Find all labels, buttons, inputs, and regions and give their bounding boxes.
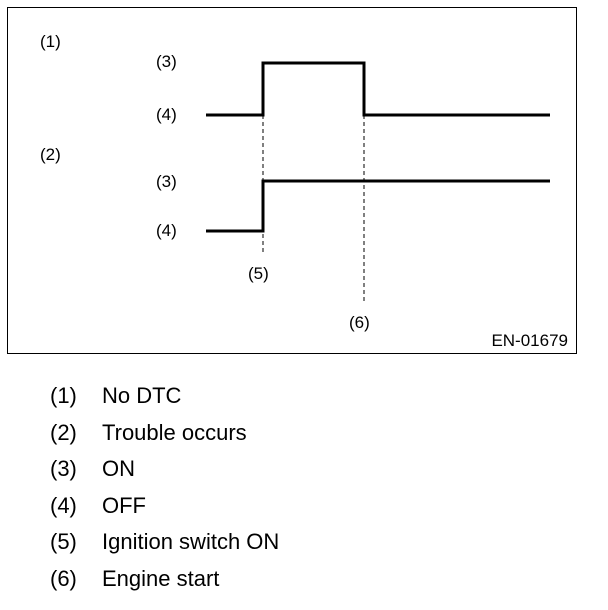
- signal-line-no-dtc: [206, 61, 550, 117]
- legend-key: (2): [50, 419, 77, 445]
- figure-code: EN-01679: [491, 331, 568, 350]
- legend-item: (3) ON: [50, 451, 279, 488]
- legend-text: Ignition switch ON: [102, 529, 280, 555]
- level-label-on-1: (3): [156, 52, 177, 71]
- legend-text: OFF: [102, 492, 146, 518]
- signal-line-trouble: [206, 179, 550, 233]
- event-label-5: (5): [248, 264, 269, 283]
- legend-key: (4): [50, 492, 77, 518]
- event-label-6: (6): [349, 313, 370, 332]
- legend-key: (1): [50, 383, 77, 408]
- level-label-off-2: (4): [156, 221, 177, 240]
- level-label-off-1: (4): [156, 105, 177, 124]
- diagram-frame: [7, 7, 577, 354]
- legend-item: (5) Ignition switch ON: [50, 524, 279, 561]
- legend-key: (3): [50, 456, 77, 482]
- legend-key: (6): [50, 565, 77, 591]
- legend-item: (4) OFF: [50, 488, 279, 525]
- legend-text: No DTC: [102, 383, 182, 408]
- legend-text: Trouble occurs: [102, 419, 247, 445]
- legend: (1) No DTC (2) Trouble occurs (3) ON (4) OFF…: [50, 378, 279, 598]
- section-label-1: (1): [40, 32, 61, 51]
- legend-item: (6) Engine start: [50, 561, 279, 598]
- section-label-2: (2): [40, 145, 61, 164]
- legend-text: Engine start: [102, 565, 220, 591]
- legend-item: (1) No DTC: [50, 378, 279, 415]
- legend-text: ON: [102, 456, 135, 482]
- legend-item: (2) Trouble occurs: [50, 415, 279, 452]
- timing-diagram: (1) (3) (4) (2) (3) (4) (5) (6) EN-01679: [40, 32, 568, 350]
- legend-key: (5): [50, 529, 77, 555]
- level-label-on-2: (3): [156, 172, 177, 191]
